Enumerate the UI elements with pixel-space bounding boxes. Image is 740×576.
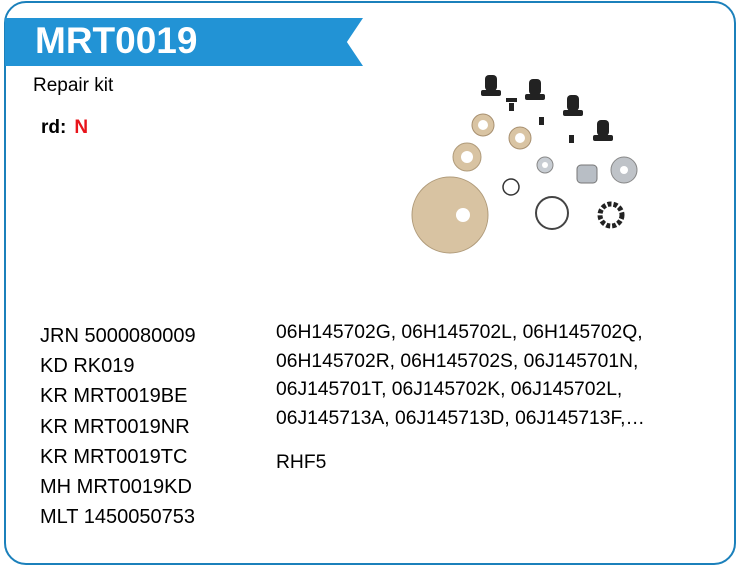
oem-number-line: 06H145702G, 06H145702L, 06H145702Q,: [276, 322, 643, 343]
rd-field: rd: N: [41, 117, 88, 139]
rd-label: rd:: [41, 117, 67, 138]
title-banner: [5, 18, 363, 66]
oem-number-line: 06H145702R, 06H145702S, 06J145701N,: [276, 350, 639, 372]
cross-reference-list: JRN 5000080009 KD RK019 KR MRT0019BE KR …: [40, 321, 196, 532]
cross-reference-item: JRN 5000080009: [40, 325, 196, 347]
cross-reference-item: KR MRT0019TC: [40, 445, 188, 468]
oem-number-line: 06J145701T, 06J145702K, 06J145702L,: [276, 379, 623, 400]
cross-reference-item: KD RK019: [40, 355, 135, 378]
product-type: Repair kit: [33, 75, 114, 96]
cross-reference-item: KR MRT0019BE: [40, 385, 188, 408]
product-code-title: MRT0019: [35, 20, 198, 61]
product-card: [4, 1, 736, 565]
cross-reference-item: MLT 1450050753: [40, 506, 195, 529]
rd-value: N: [74, 117, 89, 138]
cross-reference-item: MH MRT0019KD: [40, 476, 192, 499]
repair-kit-photo: [411, 75, 638, 254]
turbo-model: RHF5: [276, 452, 327, 473]
oem-number-line: 06J145713A, 06J145713D, 06J145713F,…: [276, 407, 645, 429]
oem-number-list: 06H145702G, 06H145702L, 06H145702Q, 06H1…: [276, 319, 716, 433]
cross-reference-item: KR MRT0019NR: [40, 415, 190, 438]
